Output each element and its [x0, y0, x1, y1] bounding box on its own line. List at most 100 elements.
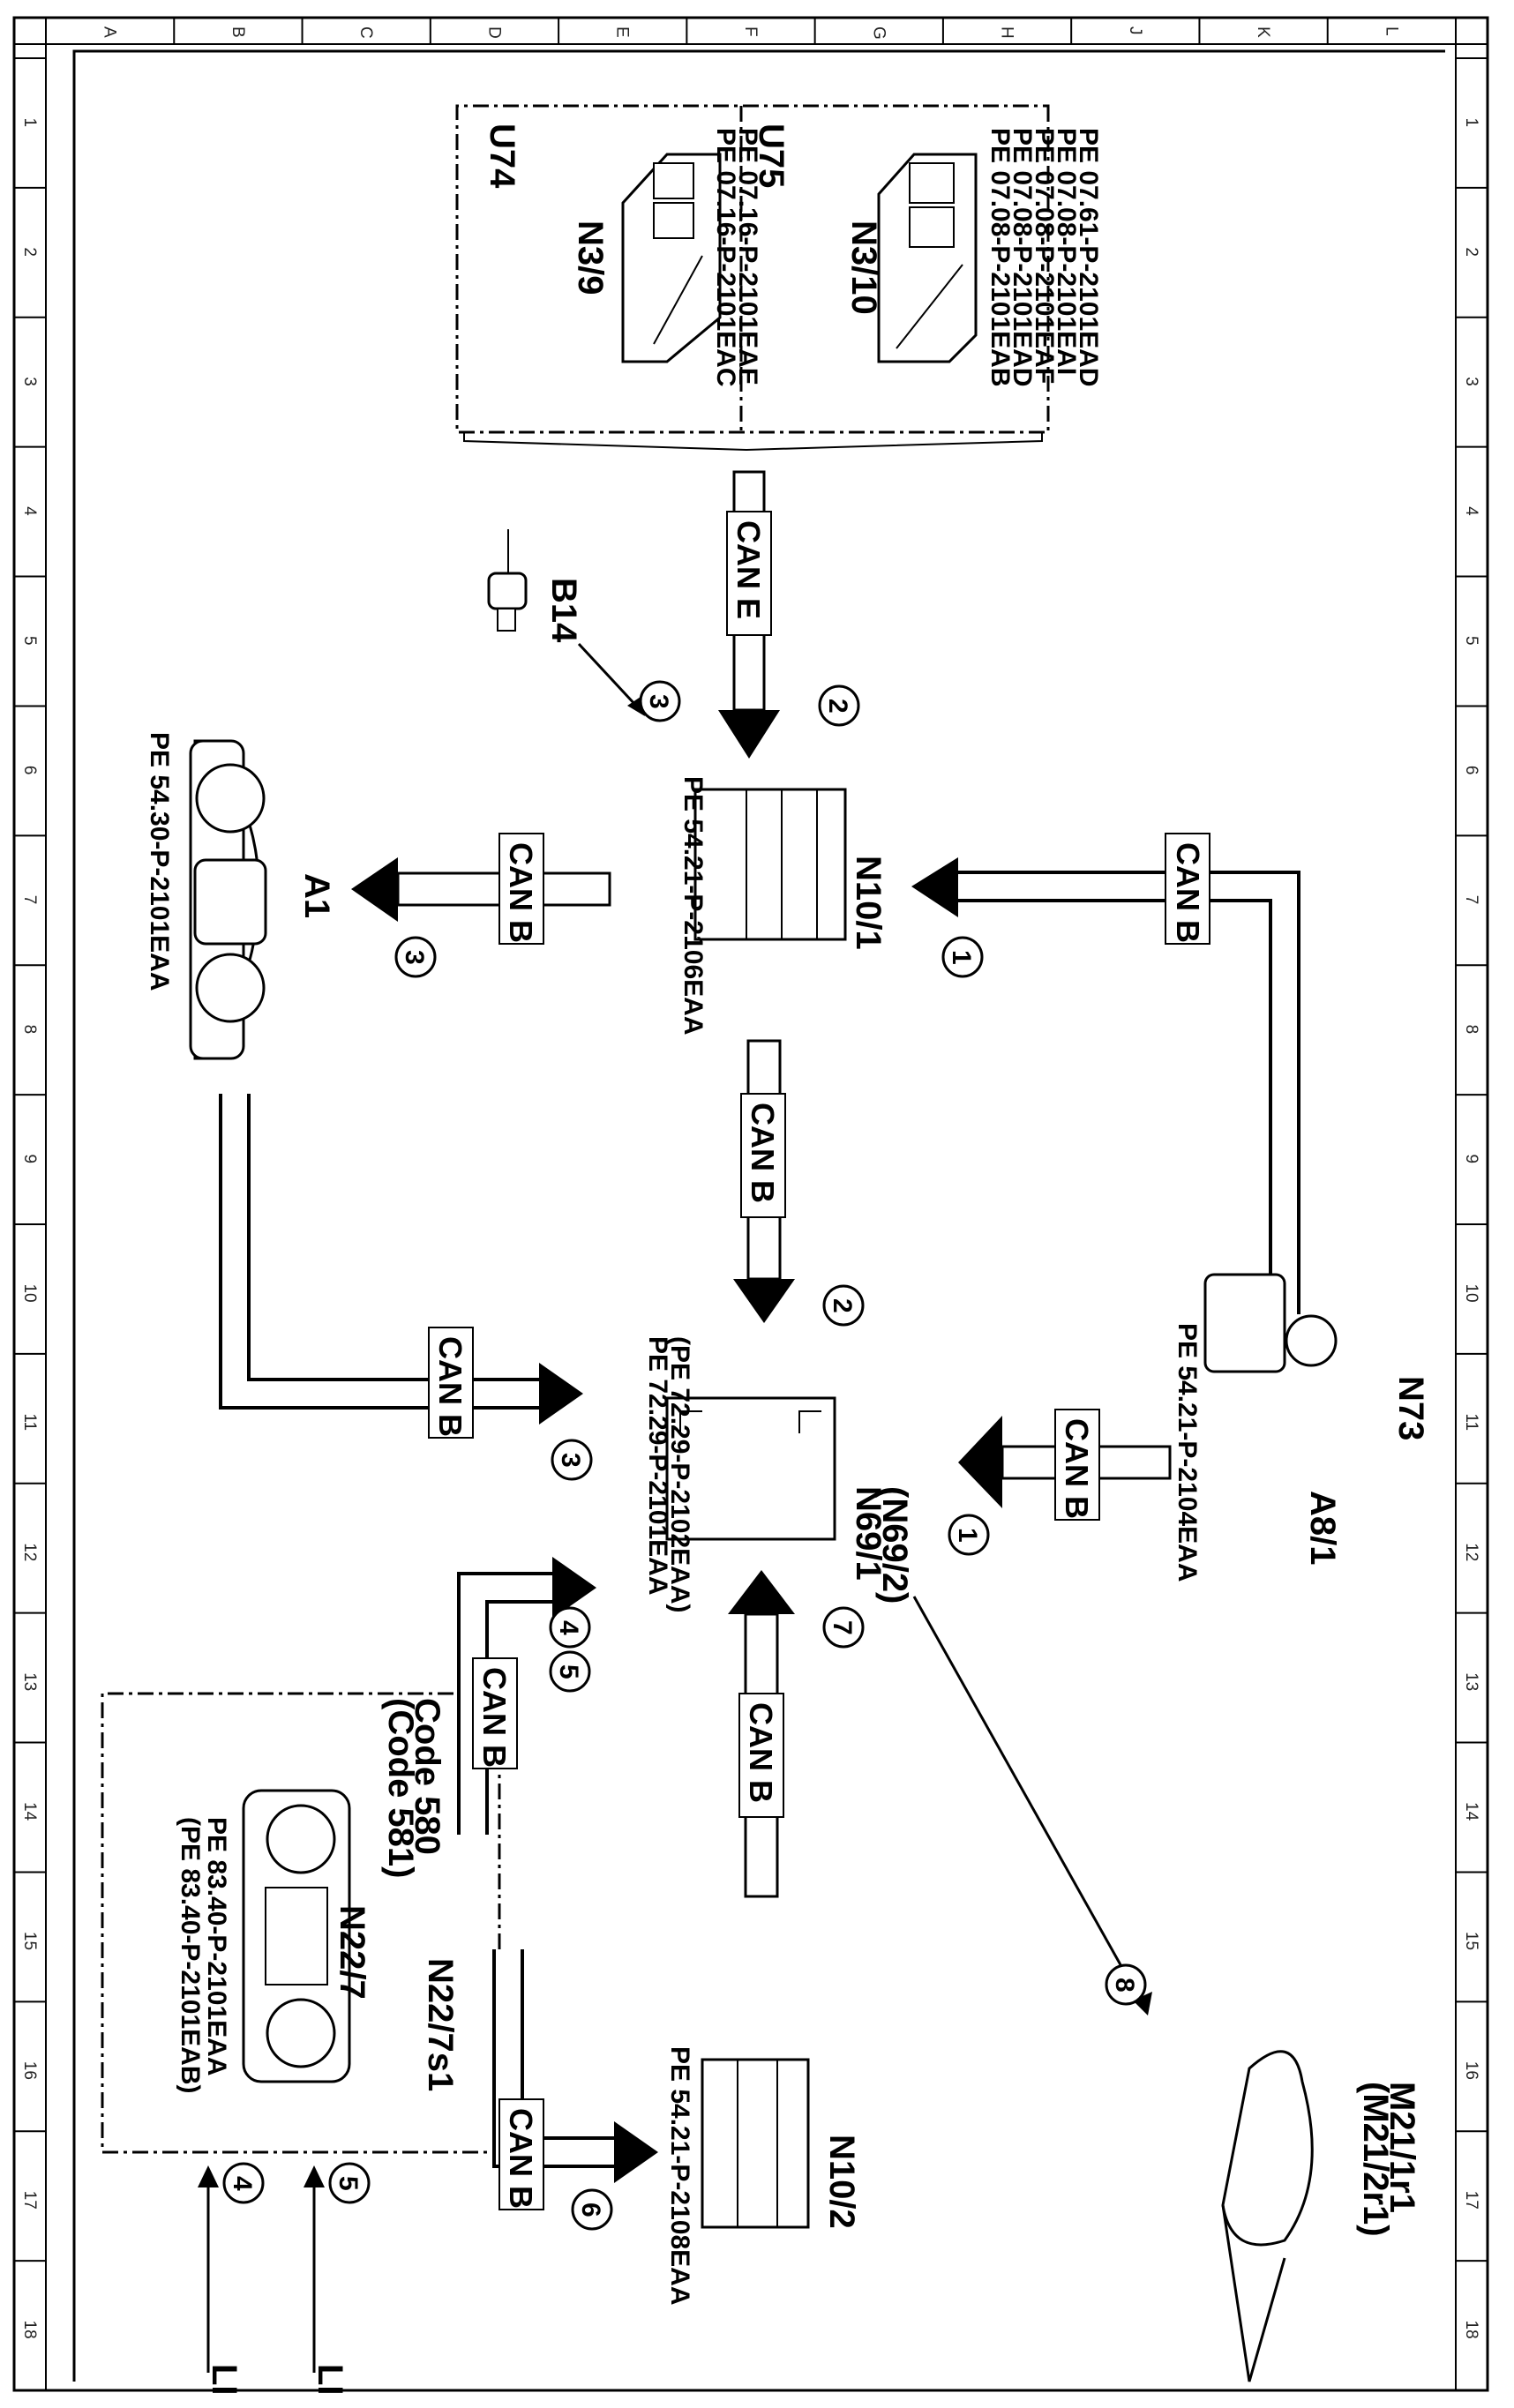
- ruler-number: 3: [1462, 377, 1480, 386]
- step-2-mid: 2: [828, 1298, 857, 1313]
- ruler-number: 6: [1462, 766, 1480, 775]
- can-b-n10-2-to-n69: CAN B 7: [728, 1570, 865, 1898]
- can-b-label-6: CAN B: [476, 1667, 513, 1768]
- can-e-tag: [726, 511, 772, 636]
- n69-to-m21-link: 8: [912, 1596, 1152, 2015]
- n10-2-label: N10/2: [822, 2135, 861, 2229]
- n73-ref[interactable]: PE 54.21-P-2104EAA: [1173, 1323, 1202, 1582]
- ruler-number: 10: [1462, 1283, 1480, 1302]
- n10-2-ref[interactable]: PE 54.21-P-2108EAA: [665, 2046, 694, 2306]
- ruler-number: 15: [1462, 1932, 1480, 1950]
- can-b-label-5: CAN B: [1059, 1418, 1095, 1519]
- ruler-number: 7: [1462, 895, 1480, 905]
- ruler-number: 13: [1462, 1672, 1480, 1691]
- u75-ref-3[interactable]: PE 07.08-P-2101EAF: [1030, 128, 1059, 384]
- ruler-number: 11: [1462, 1413, 1480, 1431]
- ruler-number: 4: [1462, 506, 1480, 516]
- a1-instrument-cluster: A1 PE 54.30-P-2101EAA: [145, 732, 336, 1060]
- b14-sensor: B14 3: [487, 529, 681, 722]
- ruler-number: 7: [20, 895, 39, 905]
- can-b-a1-to-n69: CAN B 3: [219, 1094, 593, 1481]
- ruler-letter: B: [229, 26, 247, 38]
- u74-label: U74: [483, 123, 521, 189]
- n73-label: N73: [1391, 1376, 1430, 1440]
- ruler-number: 18: [20, 2321, 39, 2339]
- ruler-number: 4: [20, 506, 39, 516]
- ruler-number: 11: [20, 1413, 39, 1431]
- step-4: 4: [554, 1620, 583, 1635]
- step-1-mid: 1: [953, 1528, 982, 1543]
- ruler-number: 16: [20, 2061, 39, 2080]
- n69-ref-2[interactable]: (PE 72.29-P-2102EAA): [665, 1336, 694, 1612]
- step-5-input: 5: [334, 2176, 363, 2191]
- n73-ignition-switch: N73 A8/1 PE 54.21-P-2104EAA: [1173, 1273, 1430, 1582]
- ruler-letter: E: [613, 26, 632, 38]
- ruler-number: 5: [20, 636, 39, 646]
- code-580-group: Code 580 (Code 581) N22/7 N22/7s1 PE 83.…: [101, 1557, 596, 2154]
- can-b-label-7: CAN B: [503, 2108, 539, 2209]
- ruler-left: [13, 17, 47, 2391]
- ruler-number: 8: [20, 1025, 39, 1035]
- u75-label: U75: [752, 123, 791, 188]
- ruler-number: 16: [1462, 2061, 1480, 2080]
- step-3-bottom: 3: [556, 1453, 585, 1468]
- ruler-number: 17: [1462, 2191, 1480, 2210]
- u75-ref-5[interactable]: PE 07.61-P-2101EAD: [1074, 128, 1103, 387]
- ruler-letter: H: [998, 26, 1016, 39]
- ruler-letter: L: [1382, 26, 1400, 36]
- ruler-number: 2: [20, 247, 39, 257]
- ruler-number: 14: [1462, 1802, 1480, 1821]
- ruler-number: 9: [1462, 1155, 1480, 1164]
- ruler-number: 13: [20, 1672, 39, 1691]
- n10-1-label: N10/1: [849, 856, 888, 950]
- can-b-n73-to-n10-1: CAN B 1: [911, 833, 1300, 1314]
- u75-ecu-icon: [877, 153, 978, 363]
- ruler-number: 1: [1462, 117, 1480, 127]
- ruler-number: 17: [20, 2191, 39, 2210]
- a1-ref[interactable]: PE 54.30-P-2101EAA: [145, 732, 174, 991]
- can-b-to-n10-2: CAN B 6: [492, 1949, 658, 2231]
- step-2-top: 2: [823, 699, 852, 714]
- code-580-label: Code 580: [408, 1698, 446, 1855]
- ecu-group: U74 N3/9 PE 07.16-P-2101EAC PE 07.16-P-2…: [455, 104, 1103, 452]
- inner-border: [72, 49, 1445, 2382]
- n22-7-label: N22/7: [333, 1905, 371, 2000]
- n22-7-control-panel: [242, 1789, 351, 2083]
- step-1-top: 1: [947, 950, 976, 965]
- n22-7s1-label: N22/7s1: [421, 1958, 460, 2091]
- ruler-letter: G: [869, 26, 888, 40]
- u74-code: N3/9: [571, 221, 610, 295]
- can-b-label-4: CAN B: [432, 1336, 468, 1437]
- can-b-n73-to-n69: CAN B 1: [948, 1409, 1172, 1556]
- n22-7-ref-1[interactable]: PE 83.40-P-2101EAA: [202, 1817, 231, 2076]
- n22-7-ref-2[interactable]: (PE 83.40-P-2101EAB): [176, 1817, 205, 2093]
- n69-label-2: (N69/2): [875, 1486, 914, 1604]
- can-b-label-8: CAN B: [743, 1702, 779, 1803]
- n69-module: N69/1 (N69/2) PE 72.29-P-2101EAA (PE 72.…: [643, 1336, 914, 1612]
- n73-sub: A8/1: [1303, 1491, 1342, 1566]
- n10-1-ref[interactable]: PE 54.21-P-2106EAA: [678, 776, 708, 1036]
- u74-ref-2[interactable]: PE 07.16-P-2101EAE: [733, 128, 762, 385]
- n10-2-module: N10/2 PE 54.21-P-2108EAA: [665, 2046, 861, 2306]
- ruler-number: 8: [1462, 1025, 1480, 1035]
- ruler-ticks: LKJHGFEDCBA11223344556677889910101111121…: [14, 18, 1488, 2339]
- ruler-number: 3: [20, 377, 39, 386]
- can-b-label-2: CAN B: [1170, 842, 1206, 943]
- n69-label: N69/1: [849, 1486, 888, 1581]
- can-e-link: CAN E 2: [718, 470, 860, 759]
- ruler-number: 6: [20, 766, 39, 775]
- ruler-number: 14: [20, 1802, 39, 1821]
- external-inputs: 4 5 LI LI: [198, 2162, 371, 2396]
- step-3-b14: 3: [644, 694, 673, 709]
- u75-ref-2[interactable]: PE 07.08-P-2101EAD: [1008, 128, 1037, 387]
- u74-ref-1[interactable]: PE 07.16-P-2101EAC: [711, 128, 740, 387]
- u75-ref-4[interactable]: PE 07.08-P-2101EAI: [1052, 128, 1081, 375]
- m21-label: M21/1r1: [1383, 2082, 1421, 2213]
- ruler-letter: K: [1254, 26, 1272, 38]
- bottom-label-a: LI: [205, 2364, 244, 2396]
- u75-ref-1[interactable]: PE 07.08-P-2101EAB: [986, 128, 1015, 387]
- step-7: 7: [828, 1620, 857, 1635]
- ruler-letter: A: [101, 26, 119, 38]
- n69-ref-1[interactable]: PE 72.29-P-2101EAA: [643, 1336, 672, 1596]
